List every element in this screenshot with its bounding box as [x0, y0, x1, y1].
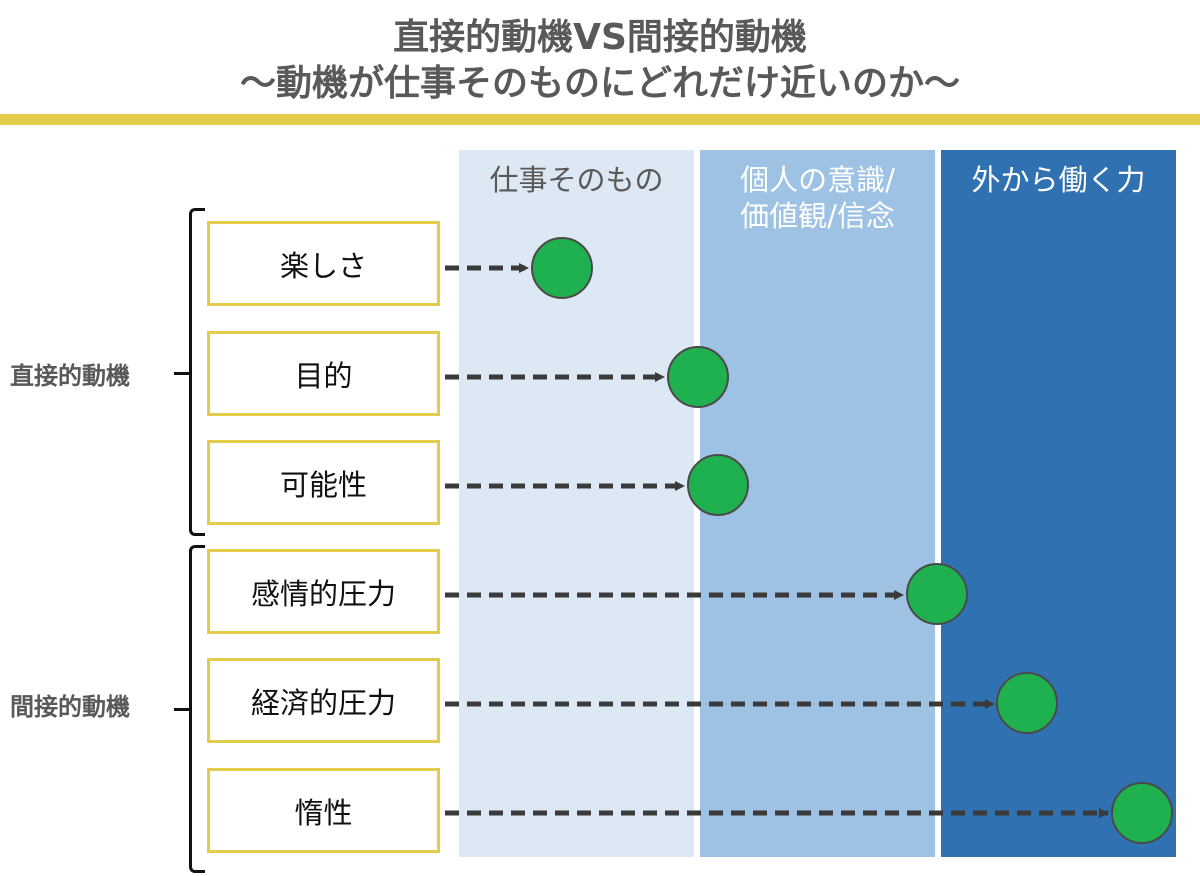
column-label-line-1: 個人の意識/	[740, 163, 895, 197]
bracket-tick-indirect	[174, 708, 190, 711]
group-label-direct: 直接的動機	[10, 362, 130, 390]
item-box-economic-pressure: 経済的圧力	[207, 658, 440, 743]
marker-emotional-pressure	[906, 563, 968, 625]
marker-inertia	[1111, 782, 1173, 844]
marker-purpose	[667, 346, 729, 408]
title-line-1: 直接的動機VS間接的動機	[393, 17, 807, 58]
marker-potential	[687, 454, 749, 516]
column-label-personal-values: 個人の意識/ 価値観/信念	[700, 162, 935, 234]
item-box-inertia: 惰性	[207, 768, 440, 853]
item-box-potential: 可能性	[207, 440, 440, 525]
marker-enjoyment	[531, 237, 593, 299]
column-label-external-forces: 外から働く力	[971, 163, 1146, 197]
item-box-enjoyment: 楽しさ	[207, 221, 440, 306]
marker-economic-pressure	[996, 672, 1058, 734]
group-label-indirect: 間接的動機	[10, 693, 130, 721]
bracket-indirect	[189, 545, 205, 873]
bracket-tick-direct	[174, 372, 190, 375]
item-box-emotional-pressure: 感情的圧力	[207, 549, 440, 634]
column-label-line-2: 価値観/信念	[740, 199, 895, 233]
column-external-forces: 外から働く力	[941, 150, 1176, 857]
bracket-direct	[189, 208, 205, 536]
column-label-work-itself: 仕事そのもの	[489, 163, 664, 197]
item-box-purpose: 目的	[207, 331, 440, 416]
title-underline-bar	[0, 114, 1200, 125]
title-line-2: 〜動機が仕事そのものにどれだけ近いのか〜	[239, 63, 960, 104]
